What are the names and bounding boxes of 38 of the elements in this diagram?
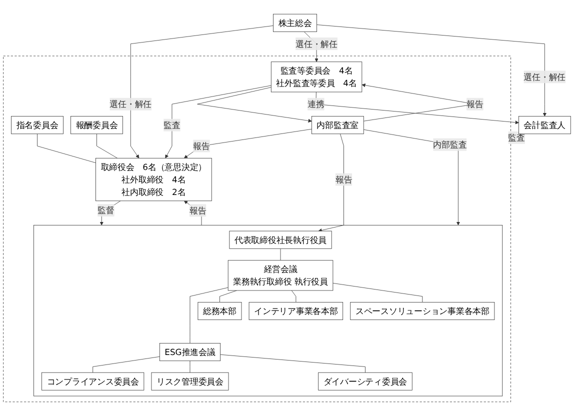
edge-label: 報告	[335, 174, 352, 185]
node-box: コンプライアンス委員会	[42, 372, 144, 390]
connector	[92, 356, 160, 373]
node-box: 報酬委員会	[70, 116, 123, 134]
connector	[280, 248, 281, 261]
connector	[220, 354, 366, 373]
edge-label: 報告	[466, 99, 484, 110]
node-box: リスク管理委員会	[151, 372, 229, 390]
connector	[37, 134, 96, 164]
node-box: 会計監査人	[518, 116, 571, 134]
connector	[96, 134, 118, 158]
node-box: ダイバーシティ委員会	[318, 372, 412, 390]
edge-label: 報告	[193, 140, 210, 152]
edge-label: 報告	[189, 205, 206, 216]
cluster	[34, 224, 503, 396]
edge-label: 選任・解任	[110, 99, 152, 110]
node-box: 監査等委員会 4名 社外監査等委員 4名	[270, 62, 362, 92]
edge-label: 連携	[308, 99, 324, 110]
edge-label: 選任・解任	[296, 38, 338, 49]
node-box: 経営会議 業務執行取締役 執行役員	[228, 260, 334, 291]
edge-label: 内部監査	[433, 140, 467, 150]
edge-label: 監査	[164, 120, 180, 130]
node-box: 内部監査室	[312, 116, 364, 134]
edge-label: 監督	[98, 205, 114, 216]
edge-label: 監査	[508, 132, 525, 143]
node-box: 指名委員会	[11, 116, 64, 134]
connector	[332, 282, 423, 302]
node-box: 株主総会	[273, 14, 317, 32]
node-box: ESG推進会議	[159, 343, 221, 362]
node-box: インテリア事業各本部	[248, 302, 344, 320]
connector	[220, 290, 237, 302]
edge-label: 選任・解任	[524, 72, 566, 82]
connector	[190, 287, 228, 344]
node-box: 取締役会 6名（意思決定） 社外取締役 4名 社内取締役 2名	[96, 158, 212, 202]
node-box: スペースソリューション事業各本部	[350, 302, 495, 320]
node-box: 代表取締役社長執行役員	[229, 230, 332, 249]
connector	[291, 290, 296, 302]
node-box: 総務本部	[198, 302, 242, 320]
